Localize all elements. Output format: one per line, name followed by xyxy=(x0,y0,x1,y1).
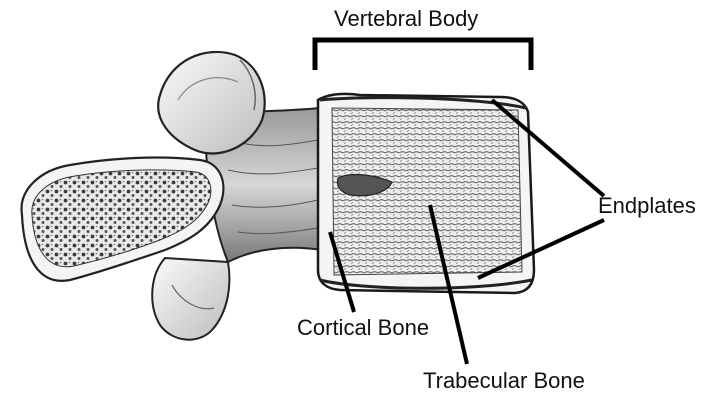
inferior-articular-process xyxy=(152,258,229,340)
superior-articular-process xyxy=(158,52,264,154)
vertebral-body-bracket xyxy=(315,40,531,70)
cortical-bone-label: Cortical Bone xyxy=(297,317,429,339)
endplates-label: Endplates xyxy=(598,195,696,217)
trabecular-bone-label: Trabecular Bone xyxy=(423,370,585,392)
vertebral-body-shape xyxy=(318,94,534,293)
vertebral-body-label: Vertebral Body xyxy=(334,8,478,30)
